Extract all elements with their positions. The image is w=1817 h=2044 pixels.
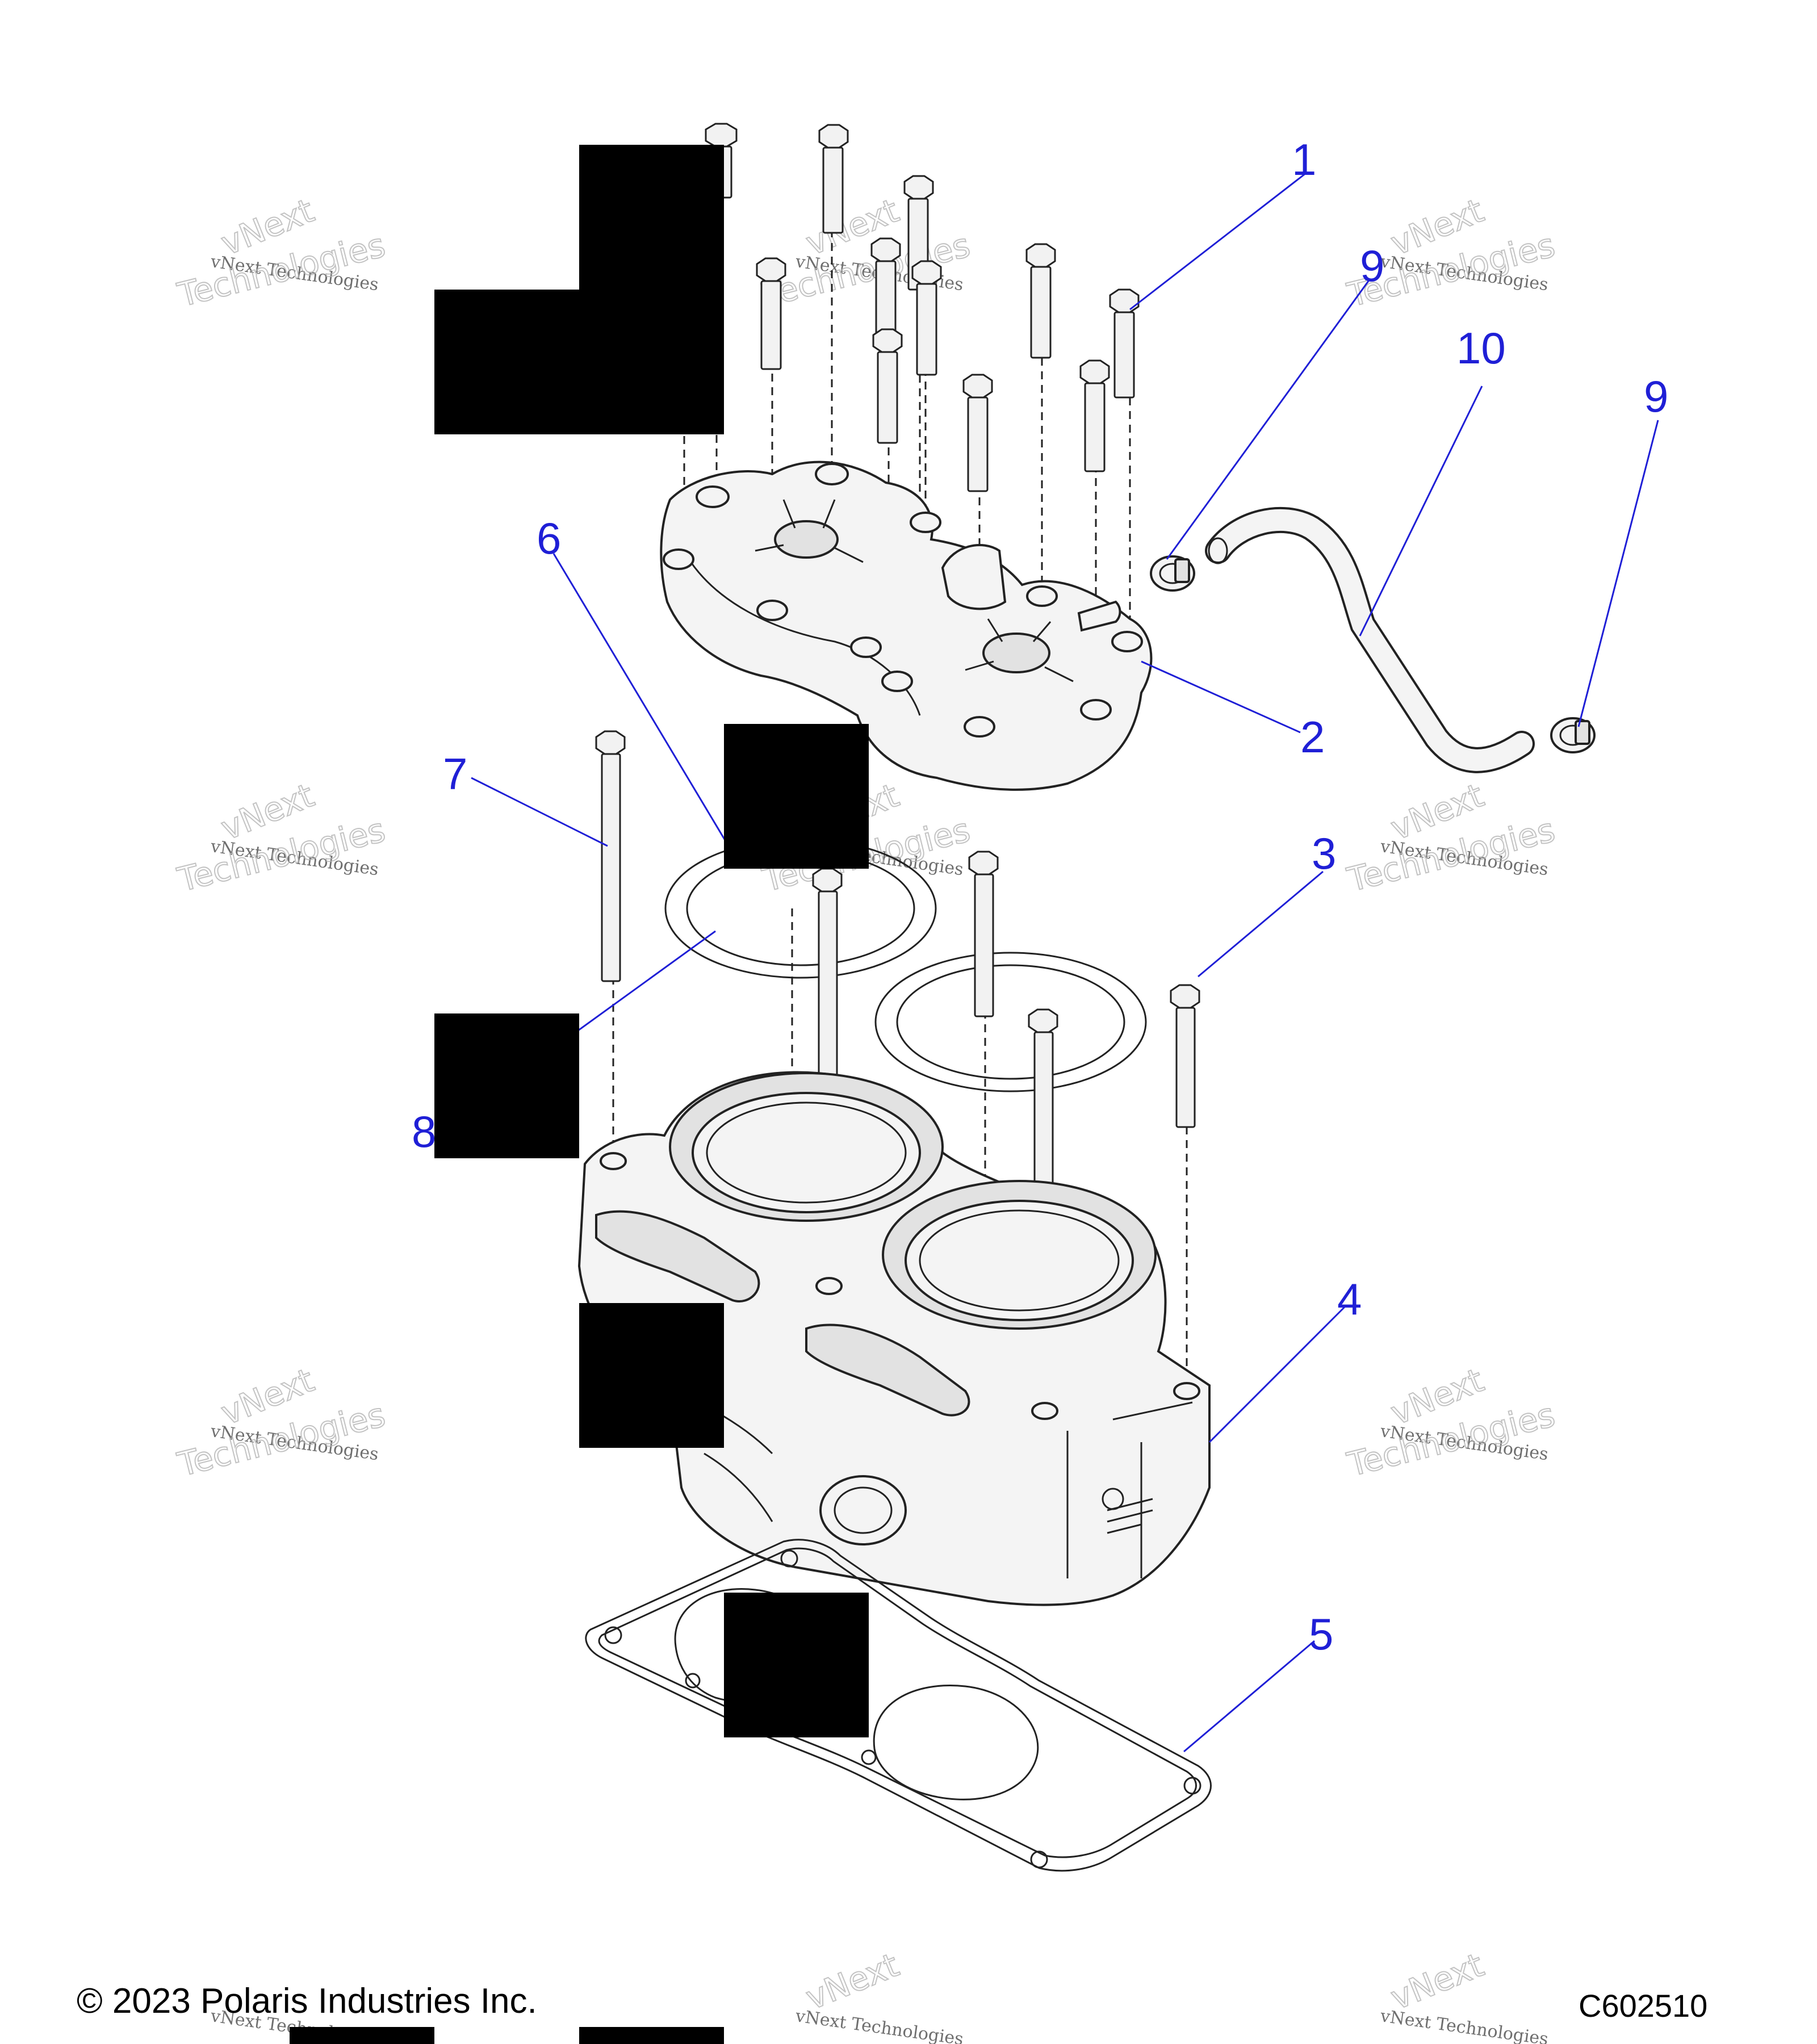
watermark: vNext vNext Technologies [1379,1945,1550,2044]
watermark: vNext vNext Technologies Technologies [173,775,390,899]
callout-9a: 9 [1360,241,1384,291]
bolt [911,260,942,376]
long-stud [812,868,843,1108]
hose-clamp [1150,555,1195,592]
cylinder-head [660,460,1153,791]
bolt [1025,243,1056,359]
watermark-text: vNext Technologies [794,2006,965,2044]
callout-9b: 9 [1644,371,1668,421]
redaction-block [579,2027,724,2044]
footer: © 2023 Polaris Industries Inc. C602510 [77,1982,1707,2024]
callout-4: 4 [1337,1274,1362,1324]
redaction-block [724,1593,869,1737]
redaction-block [290,2027,434,2044]
redaction-block [434,1013,579,1158]
leader-lines [448,172,1659,1753]
redaction-blocks [290,145,869,2044]
long-bolt [595,730,626,982]
bolt [1079,359,1110,472]
bolt [962,374,993,492]
watermark-text: vNext Technologies [1379,2006,1550,2044]
drawing-id: C602510 [1579,1988,1707,2024]
head-bolts [705,123,1140,492]
watermark: vNext vNext Technologies Technologies [173,190,390,315]
callouts: 1 2 3 4 5 6 7 8 9 9 10 [412,135,1668,1659]
cylinder-block [577,1071,1211,1606]
bolt [818,124,849,234]
watermark: vNext vNext Technologies Technologies [173,1360,390,1484]
long-stud [968,851,999,1017]
callout-6: 6 [537,513,561,563]
watermark-brand: vNext [1385,1945,1489,2017]
redaction-block [579,145,724,290]
hose-clamp [1550,717,1596,753]
callout-1: 1 [1292,135,1316,185]
watermark: vNext vNext Technologies [794,1945,965,2044]
bolt [872,328,903,444]
head-o-rings [664,838,1147,1092]
bolt [870,237,901,345]
cylinder-bolt [1170,984,1200,1128]
callout-3: 3 [1312,828,1336,878]
redaction-block [724,724,869,869]
callout-5: 5 [1309,1609,1333,1659]
redaction-block [434,290,724,434]
callout-2: 2 [1300,712,1325,762]
copyright-text: © 2023 Polaris Industries Inc. [77,1982,537,2021]
watermark: vNext vNext Technologies Technologies [758,190,974,315]
callout-8: 8 [412,1107,436,1157]
watermark: vNext vNext Technologies Technologies [1343,775,1559,899]
bolt [756,257,786,370]
coolant-hose [1205,506,1535,773]
watermark: vNext vNext Technologies Technologies [1343,1360,1559,1484]
watermark-brand: vNext [801,1945,905,2017]
callout-10: 10 [1456,323,1506,373]
redaction-block [579,1303,724,1448]
callout-7: 7 [443,749,467,799]
bolt [1109,288,1140,399]
